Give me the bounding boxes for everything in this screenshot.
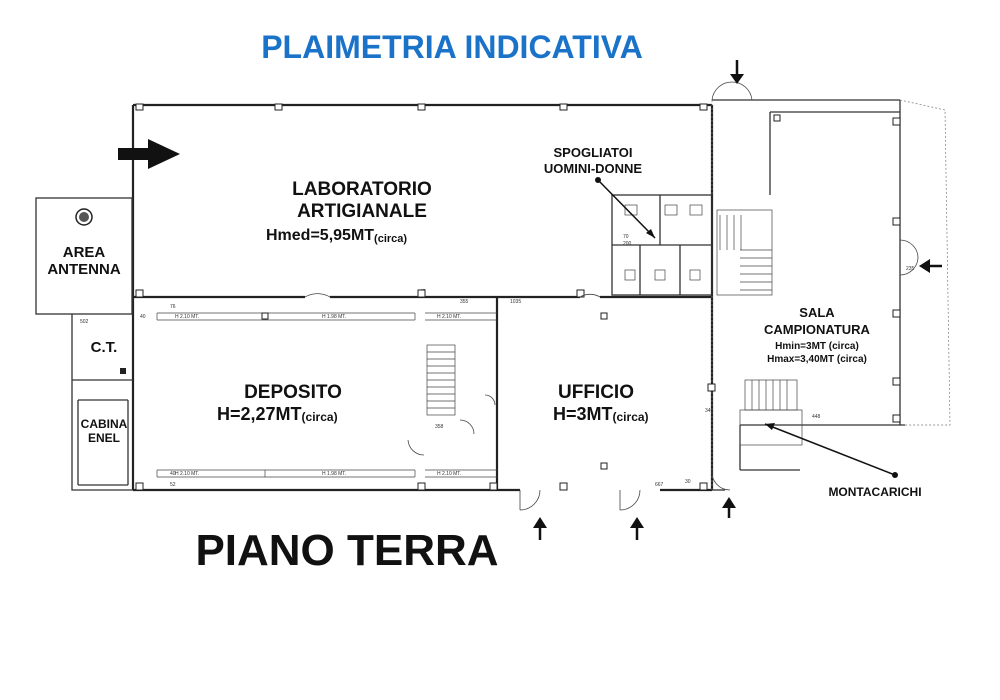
dim-355: 355 bbox=[460, 299, 469, 305]
dim-358: 358 bbox=[435, 424, 444, 430]
dim-30: 30 bbox=[685, 479, 691, 485]
dim-shelf-top-2: H 1.98 MT. bbox=[322, 314, 346, 320]
ufficio-label: UFFICIO bbox=[558, 382, 634, 403]
columns bbox=[135, 103, 901, 491]
spogliatoi-label-1: SPOGLIATOI bbox=[554, 145, 633, 160]
entrance-arrow-bottom-2-icon bbox=[630, 517, 644, 540]
dim-52: 52 bbox=[170, 482, 176, 488]
dim-shelf-top-1: H 2.10 MT. bbox=[175, 314, 199, 320]
svg-text:H=3MT(circa): H=3MT(circa) bbox=[553, 404, 649, 424]
sala-label-1: SALA bbox=[799, 305, 835, 320]
entrance-arrow-top-icon bbox=[730, 60, 744, 84]
laboratorio-height: Hmed=5,95MT bbox=[266, 227, 374, 244]
dim-40-bottom: 40 bbox=[170, 471, 176, 477]
svg-text:H=2,27MT(circa): H=2,27MT(circa) bbox=[217, 404, 338, 424]
entrance-arrows bbox=[118, 60, 942, 540]
sala-label-2: CAMPIONATURA bbox=[764, 322, 871, 337]
spogliatoi-label-2: UOMINI-DONNE bbox=[544, 161, 643, 176]
spogliatoi-label-group: SPOGLIATOI UOMINI-DONNE bbox=[544, 145, 656, 239]
doors bbox=[304, 81, 919, 511]
dim-shelf-bottom-3: H 2.10 MT. bbox=[437, 471, 461, 477]
dim-667: 667 bbox=[655, 482, 664, 488]
laboratorio-label-1: LABORATORIO bbox=[292, 179, 432, 200]
dim-40-top: 40 bbox=[140, 314, 146, 320]
laboratorio-label-2: ARTIGIANALE bbox=[297, 201, 427, 222]
ct-enel-block: C.T. CABINA ENEL bbox=[71, 314, 133, 491]
montacarichi-label: MONTACARICHI bbox=[828, 485, 921, 499]
dim-76: 76 bbox=[170, 304, 176, 310]
entrance-arrow-right-icon bbox=[919, 259, 942, 273]
sala-campionatura-room: SALA CAMPIONATURA Hmin=3MT (circa) Hmax=… bbox=[764, 305, 871, 365]
dim-448: 448 bbox=[812, 414, 821, 420]
dim-200: 200 bbox=[623, 241, 632, 247]
ct-label: C.T. bbox=[91, 339, 118, 356]
dim-235: 235 bbox=[906, 266, 915, 272]
ufficio-height: H=3MT bbox=[553, 404, 613, 424]
sala-hmin: Hmin=3MT (circa) bbox=[775, 341, 859, 352]
deposito-height: H=2,27MT bbox=[217, 404, 302, 424]
plan-title: PLAIMETRIA INDICATIVA bbox=[261, 29, 643, 65]
dim-349: 349 bbox=[705, 408, 714, 414]
ufficio-room: UFFICIO H=3MT(circa) bbox=[553, 382, 649, 424]
laboratorio-height-note: (circa) bbox=[374, 233, 407, 245]
stairs-deposito bbox=[426, 344, 456, 416]
montacarichi-label-group: MONTACARICHI bbox=[764, 423, 922, 499]
dim-shelf-top-3: H 2.10 MT. bbox=[437, 314, 461, 320]
dim-1035: 1035 bbox=[510, 299, 521, 305]
deposito-label: DEPOSITO bbox=[244, 382, 342, 403]
dim-70: 70 bbox=[623, 234, 629, 240]
sala-hmax: Hmax=3,40MT (circa) bbox=[767, 354, 867, 365]
area-antenna-label-2: ANTENNA bbox=[47, 261, 120, 278]
stairs-montacarichi bbox=[739, 379, 803, 446]
cabina-enel-label-2: ENEL bbox=[88, 431, 120, 445]
dim-shelf-bottom-2: H 1.98 MT. bbox=[322, 471, 346, 477]
svg-text:Hmed=5,95MT(circa): Hmed=5,95MT(circa) bbox=[266, 227, 407, 245]
building-walls bbox=[131, 99, 951, 492]
entrance-arrow-bottom-3-icon bbox=[722, 497, 736, 518]
spogliatoi-rooms bbox=[611, 194, 713, 296]
stairs-sala bbox=[716, 209, 773, 296]
dim-shelf-bottom-1: H 2.10 MT. bbox=[175, 471, 199, 477]
entrance-arrow-bottom-1-icon bbox=[533, 517, 547, 540]
dim-502: 502 bbox=[80, 319, 89, 325]
entrance-arrow-left-icon bbox=[118, 139, 180, 169]
area-antenna: AREA ANTENNA bbox=[35, 197, 133, 315]
laboratorio-room: LABORATORIO ARTIGIANALE Hmed=5,95MT(circ… bbox=[266, 179, 432, 245]
floor-label: PIANO TERRA bbox=[195, 526, 498, 575]
cabina-enel-label-1: CABINA bbox=[81, 417, 128, 431]
area-antenna-label-1: AREA bbox=[63, 244, 106, 261]
shelving bbox=[156, 312, 497, 478]
deposito-room: DEPOSITO H=2,27MT(circa) bbox=[217, 382, 342, 424]
ufficio-height-note: (circa) bbox=[613, 410, 649, 424]
deposito-height-note: (circa) bbox=[302, 410, 338, 424]
